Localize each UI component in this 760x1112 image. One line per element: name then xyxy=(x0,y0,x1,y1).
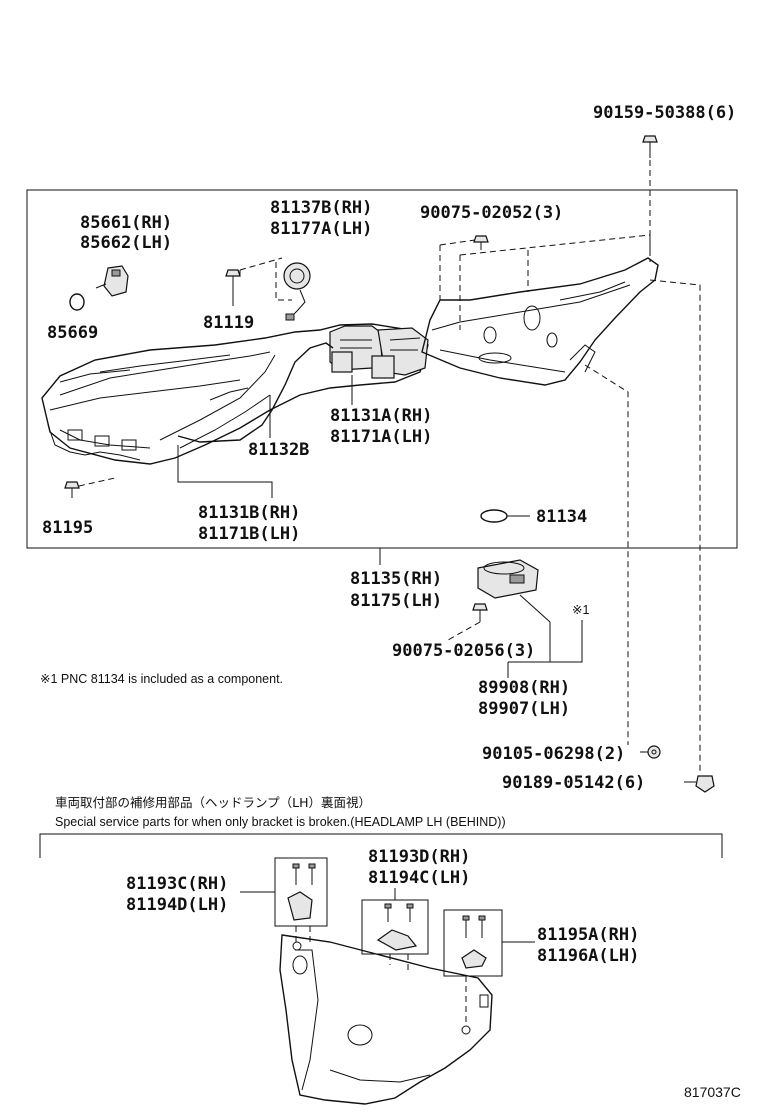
section-title-en: Special service parts for when only brac… xyxy=(55,815,506,829)
ref-mark: ※1 xyxy=(572,603,589,617)
label-81132b: 81132B xyxy=(248,440,309,460)
diagram-code: 817037C xyxy=(684,1084,741,1100)
label-81193d: 81193D(RH) xyxy=(368,847,470,867)
switch-85661-icon xyxy=(95,265,129,297)
label-81177a: 81177A(LH) xyxy=(270,219,372,239)
assembly-frame xyxy=(26,189,738,549)
bracket-81193c-kit xyxy=(274,857,328,927)
label-81131b: 81131B(RH) xyxy=(198,503,300,523)
label-85661: 85661(RH) xyxy=(80,213,172,233)
ballast-89908-icon xyxy=(477,559,539,599)
headlamp-rear-housing xyxy=(421,257,659,386)
actuator-81137b-icon xyxy=(283,262,311,321)
o-ring-85669-icon xyxy=(69,293,85,311)
headlamp-lh-rear-view xyxy=(279,934,493,1105)
label-81175: 81175(LH) xyxy=(350,591,442,611)
label-81171a: 81171A(LH) xyxy=(330,427,432,447)
pnc-note: ※1 PNC 81134 is included as a component. xyxy=(40,672,283,686)
label-81134: 81134 xyxy=(536,507,587,527)
screw-81195-icon xyxy=(64,481,80,498)
label-85669: 85669 xyxy=(47,323,98,343)
gasket-81134-icon xyxy=(480,509,508,523)
label-90075-02056: 90075-02056(3) xyxy=(392,641,535,661)
label-81194d: 81194D(LH) xyxy=(126,895,228,915)
label-90159-50388: 90159-50388(6) xyxy=(593,103,736,123)
wire-harness-81132b xyxy=(177,342,334,443)
label-90105-06298: 90105-06298(2) xyxy=(482,744,625,764)
label-81195: 81195 xyxy=(42,518,93,538)
nut-90105-icon xyxy=(647,745,661,759)
clip-90189-icon xyxy=(695,775,715,793)
section-bracket xyxy=(39,833,723,858)
label-81194c: 81194C(LH) xyxy=(368,868,470,888)
label-81195a: 81195A(RH) xyxy=(537,925,639,945)
label-81193c: 81193C(RH) xyxy=(126,874,228,894)
label-90189-05142: 90189-05142(6) xyxy=(502,773,645,793)
label-89907: 89907(LH) xyxy=(478,699,570,719)
label-81135: 81135(RH) xyxy=(350,569,442,589)
label-81171b: 81171B(LH) xyxy=(198,524,300,544)
label-85662: 85662(LH) xyxy=(80,233,172,253)
bolt-90159-icon xyxy=(642,135,658,158)
label-90075-02052: 90075-02052(3) xyxy=(420,203,563,223)
label-81196a: 81196A(LH) xyxy=(537,946,639,966)
label-81119: 81119 xyxy=(203,313,254,333)
lamp-unit-module xyxy=(329,325,429,379)
section-title-jp: 車両取付部の補修用部品（ヘッドランプ（LH）裏面視） xyxy=(55,795,371,810)
label-81131a: 81131A(RH) xyxy=(330,406,432,426)
bracket-81195a-kit xyxy=(443,909,503,977)
headlamp-housing xyxy=(41,323,429,465)
screw-90075-02056-icon xyxy=(472,603,488,622)
screw-81119-icon xyxy=(225,269,241,306)
label-89908: 89908(RH) xyxy=(478,678,570,698)
bracket-81193d-kit xyxy=(361,899,429,955)
label-81137b: 81137B(RH) xyxy=(270,198,372,218)
screw-90075-02052-icon xyxy=(473,235,489,250)
